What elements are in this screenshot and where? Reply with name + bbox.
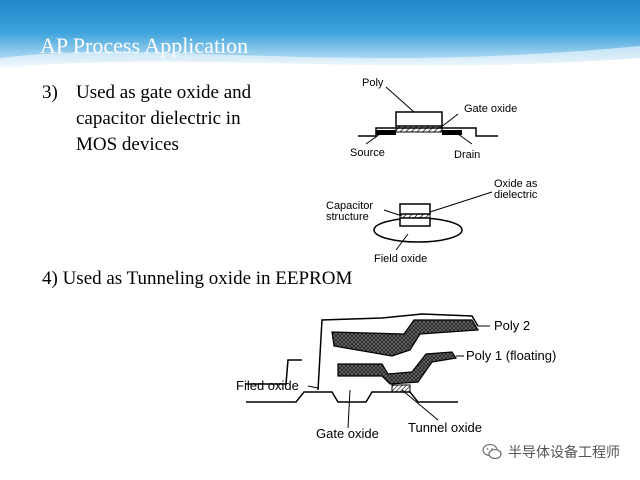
label-oxide-2: dielectric	[494, 189, 538, 201]
label-field-oxide: Field oxide	[374, 253, 427, 265]
watermark: 半导体设备工程师	[482, 442, 620, 462]
header-banner: AP Process Application	[0, 0, 640, 78]
bullet-line-1: Used as gate oxide and	[76, 82, 252, 103]
slide-title: AP Process Application	[40, 33, 249, 58]
label-tunnel-oxide: Tunnel oxide	[408, 420, 482, 435]
mos-device-diagram: Poly Gate oxide Source Drain	[318, 72, 550, 167]
label-filed-oxide: Filed oxide	[236, 378, 299, 393]
label-capacitor-2: structure	[326, 211, 369, 223]
bullet-line-2: capacitor dielectric in	[76, 108, 241, 129]
label-gate-oxide: Gate oxide	[464, 103, 517, 115]
label-poly1: Poly 1 (floating)	[466, 348, 556, 363]
wechat-icon	[482, 443, 502, 460]
watermark-text: 半导体设备工程师	[508, 445, 620, 461]
bullet-item-4: 4) Used as Tunneling oxide in EEPROM	[42, 268, 353, 289]
label-oxide-1: Oxide as	[494, 178, 538, 190]
capacitor-diagram: Capacitor structure Oxide as dielectric …	[318, 172, 550, 267]
label-poly2: Poly 2	[494, 318, 530, 333]
label-capacitor-1: Capacitor	[326, 200, 373, 212]
label-gate-oxide-eeprom: Gate oxide	[316, 426, 379, 441]
label-source: Source	[350, 147, 385, 159]
bullet-line-3: MOS devices	[76, 134, 179, 155]
bullet-number: 3)	[42, 82, 58, 103]
label-drain: Drain	[454, 149, 480, 161]
label-poly: Poly	[362, 77, 384, 89]
eeprom-diagram: Poly 2 Poly 1 (floating) Filed oxide Gat…	[232, 292, 572, 452]
